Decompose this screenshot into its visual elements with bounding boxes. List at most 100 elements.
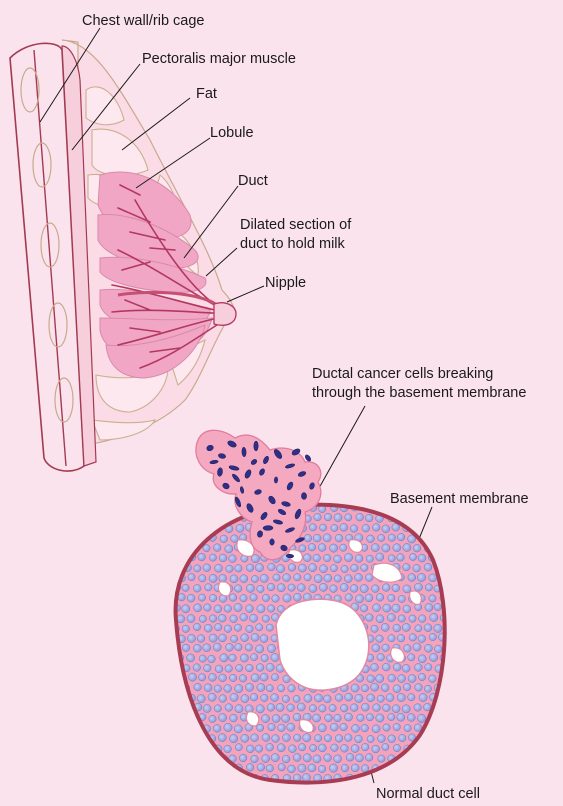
- duct-cell: [372, 604, 380, 612]
- duct-cell: [393, 544, 401, 552]
- duct-cell: [429, 734, 436, 741]
- duct-cell: [234, 585, 242, 593]
- duct-cell: [235, 744, 242, 751]
- label-ductal-cancer-line1: Ductal cancer cells breaking: [312, 365, 493, 384]
- duct-cell: [424, 563, 432, 571]
- duct-cell: [424, 685, 431, 692]
- duct-cell: [214, 605, 222, 613]
- duct-cell: [257, 724, 264, 731]
- duct-cell: [178, 553, 186, 561]
- duct-cell: [273, 574, 280, 581]
- duct-cell: [182, 625, 189, 632]
- duct-cell: [345, 514, 352, 521]
- duct-cell: [194, 604, 202, 612]
- duct-cell: [246, 605, 254, 613]
- duct-cell: [250, 693, 258, 701]
- duct-cell: [229, 674, 236, 681]
- duct-cell: [266, 685, 273, 692]
- duct-cell: [304, 694, 312, 702]
- duct-cell: [272, 595, 280, 603]
- duct-cell: [372, 644, 380, 652]
- duct-cell: [246, 564, 254, 572]
- duct-cell: [249, 614, 257, 622]
- duct-cell: [304, 574, 311, 581]
- duct-cell: [183, 703, 191, 711]
- duct-cell: [260, 574, 268, 582]
- duct-cell: [355, 694, 363, 702]
- nipple: [214, 303, 236, 326]
- duct-cell: [439, 554, 446, 561]
- duct-cell: [256, 705, 264, 713]
- duct-cell: [194, 743, 202, 751]
- duct-cell: [445, 604, 453, 612]
- duct-cell: [214, 503, 222, 511]
- cancer-cell: [304, 454, 312, 462]
- cancer-cell: [286, 554, 294, 558]
- duct-cell: [261, 694, 268, 701]
- duct-cell: [262, 755, 270, 763]
- duct-cell: [172, 504, 179, 511]
- duct-cell: [271, 753, 279, 761]
- duct-cell: [229, 594, 237, 602]
- duct-cell: [402, 765, 410, 773]
- duct-cell: [177, 754, 185, 762]
- duct-cell: [187, 594, 195, 602]
- duct-cell: [234, 725, 242, 733]
- duct-cell: [297, 584, 305, 592]
- duct-cell: [445, 665, 453, 673]
- duct-cell: [246, 625, 254, 633]
- duct-cell: [282, 714, 290, 722]
- duct-cell: [214, 564, 222, 572]
- duct-cell: [398, 675, 406, 683]
- duct-cell: [376, 593, 384, 601]
- duct-cell: [246, 745, 254, 753]
- duct-cell: [425, 603, 433, 611]
- duct-cell: [255, 645, 263, 653]
- duct-cell: [198, 594, 205, 601]
- duct-cell: [198, 513, 206, 521]
- duct-cell: [182, 644, 190, 652]
- duct-cell: [172, 543, 180, 551]
- label-duct: Duct: [238, 172, 268, 191]
- duct-cell: [325, 714, 333, 722]
- duct-cell: [260, 635, 268, 643]
- label-basement-membrane: Basement membrane: [390, 490, 529, 509]
- duct-cell: [231, 775, 238, 782]
- duct-cell: [377, 695, 384, 702]
- duct-cell: [213, 544, 221, 552]
- duct-cell: [324, 513, 332, 521]
- duct-cell: [376, 774, 384, 782]
- duct-cell: [239, 774, 247, 782]
- duct-cell: [350, 525, 358, 533]
- duct-cell: [355, 595, 363, 603]
- duct-cell: [171, 683, 179, 691]
- duct-cell: [365, 754, 373, 762]
- duct-cell: [282, 695, 289, 702]
- duct-cell: [293, 695, 300, 702]
- duct-cell: [397, 533, 405, 541]
- duct-cell: [351, 684, 359, 692]
- duct-cell: [235, 643, 242, 650]
- duct-cell: [235, 565, 243, 573]
- duct-cell: [413, 564, 421, 572]
- duct-cell: [220, 775, 228, 783]
- duct-cell: [425, 664, 432, 671]
- duct-cell: [360, 584, 368, 592]
- duct-cell: [383, 704, 391, 712]
- duct-cell: [444, 703, 452, 711]
- duct-cell: [308, 764, 316, 772]
- duct-cell: [409, 774, 417, 782]
- duct-cell: [220, 535, 228, 543]
- duct-cell: [266, 663, 274, 671]
- duct-cell: [203, 504, 211, 512]
- duct-cell: [340, 744, 348, 752]
- duct-cell: [445, 565, 452, 572]
- duct-cell: [182, 525, 190, 533]
- cancer-cell: [254, 441, 259, 451]
- duct-cell: [356, 754, 364, 762]
- duct-cell: [226, 565, 233, 572]
- duct-cell: [193, 525, 201, 533]
- duct-cell: [189, 774, 196, 781]
- duct-cell: [251, 734, 259, 742]
- duct-cell: [235, 705, 243, 713]
